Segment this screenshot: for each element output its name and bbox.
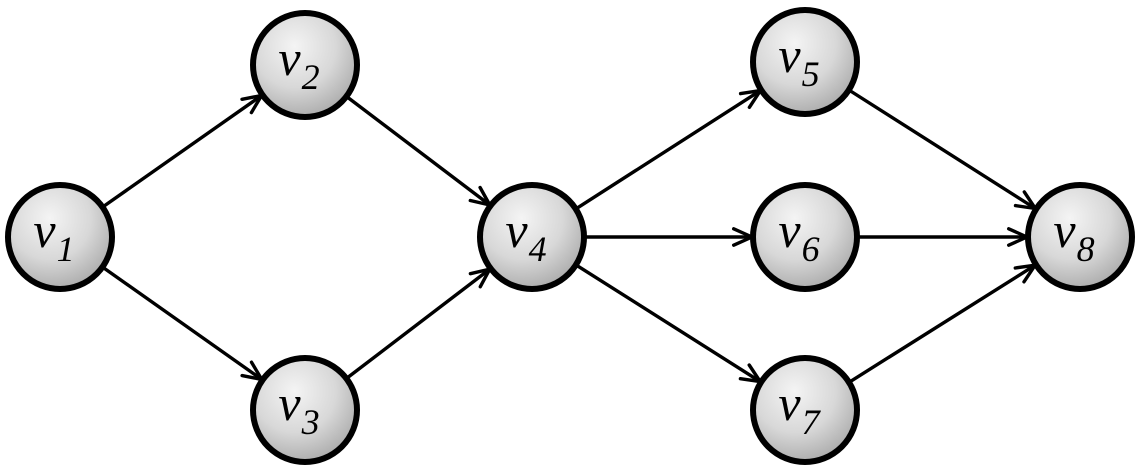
node-circle bbox=[250, 10, 360, 120]
node-v2: v2 bbox=[250, 10, 360, 120]
node-circle bbox=[750, 355, 860, 465]
node-label: v2 bbox=[278, 30, 319, 97]
node-label: v3 bbox=[278, 375, 319, 442]
node-label: v6 bbox=[778, 202, 819, 269]
node-variable: v bbox=[1053, 202, 1076, 258]
node-variable: v bbox=[778, 27, 801, 83]
edges-layer bbox=[101, 88, 1038, 384]
node-variable: v bbox=[33, 202, 56, 258]
edge-v4-v7 bbox=[575, 263, 762, 384]
node-subscript: 4 bbox=[529, 229, 547, 269]
edge-v5-v8 bbox=[848, 88, 1038, 211]
node-subscript: 5 bbox=[802, 54, 820, 94]
edge-line bbox=[345, 95, 492, 207]
node-label: v8 bbox=[1053, 202, 1094, 269]
node-subscript: 2 bbox=[302, 57, 320, 97]
node-subscript: 1 bbox=[57, 229, 75, 269]
edge-v1-v2 bbox=[101, 93, 264, 209]
node-variable: v bbox=[778, 202, 801, 258]
node-label: v1 bbox=[33, 202, 74, 269]
edge-v7-v8 bbox=[848, 263, 1037, 384]
arrowhead bbox=[1013, 263, 1037, 284]
edge-v3-v4 bbox=[345, 267, 492, 380]
edge-v4-v5 bbox=[574, 88, 763, 211]
edge-line bbox=[575, 263, 762, 384]
node-v6: v6 bbox=[750, 182, 860, 292]
edge-line bbox=[101, 265, 264, 382]
edge-v4-v6 bbox=[583, 227, 754, 247]
node-v7: v7 bbox=[750, 355, 860, 465]
edge-line bbox=[574, 88, 763, 211]
node-variable: v bbox=[278, 375, 301, 431]
node-circle bbox=[5, 182, 115, 292]
edge-line bbox=[848, 263, 1037, 384]
node-subscript: 6 bbox=[802, 229, 820, 269]
node-subscript: 3 bbox=[301, 402, 320, 442]
node-subscript: 7 bbox=[802, 402, 822, 442]
node-v4: v4 bbox=[477, 182, 587, 292]
edge-line bbox=[848, 88, 1038, 211]
node-variable: v bbox=[278, 30, 301, 86]
node-v8: v8 bbox=[1025, 182, 1135, 292]
node-v3: v3 bbox=[250, 355, 360, 465]
node-v1: v1 bbox=[5, 182, 115, 292]
edge-v6-v8 bbox=[856, 227, 1029, 247]
edge-v2-v4 bbox=[345, 95, 492, 207]
arrowhead bbox=[738, 363, 762, 384]
edge-line bbox=[101, 93, 264, 209]
node-subscript: 8 bbox=[1077, 229, 1095, 269]
edge-line bbox=[345, 267, 492, 380]
node-label: v4 bbox=[505, 202, 546, 269]
node-circle bbox=[750, 7, 860, 117]
edge-v1-v3 bbox=[101, 265, 264, 382]
node-label: v5 bbox=[778, 27, 819, 94]
node-variable: v bbox=[778, 375, 801, 431]
node-circle bbox=[250, 355, 360, 465]
node-v5: v5 bbox=[750, 7, 860, 117]
node-circle bbox=[750, 182, 860, 292]
node-label: v7 bbox=[778, 375, 821, 442]
node-circle bbox=[477, 182, 587, 292]
node-circle bbox=[1025, 182, 1135, 292]
node-variable: v bbox=[505, 202, 528, 258]
